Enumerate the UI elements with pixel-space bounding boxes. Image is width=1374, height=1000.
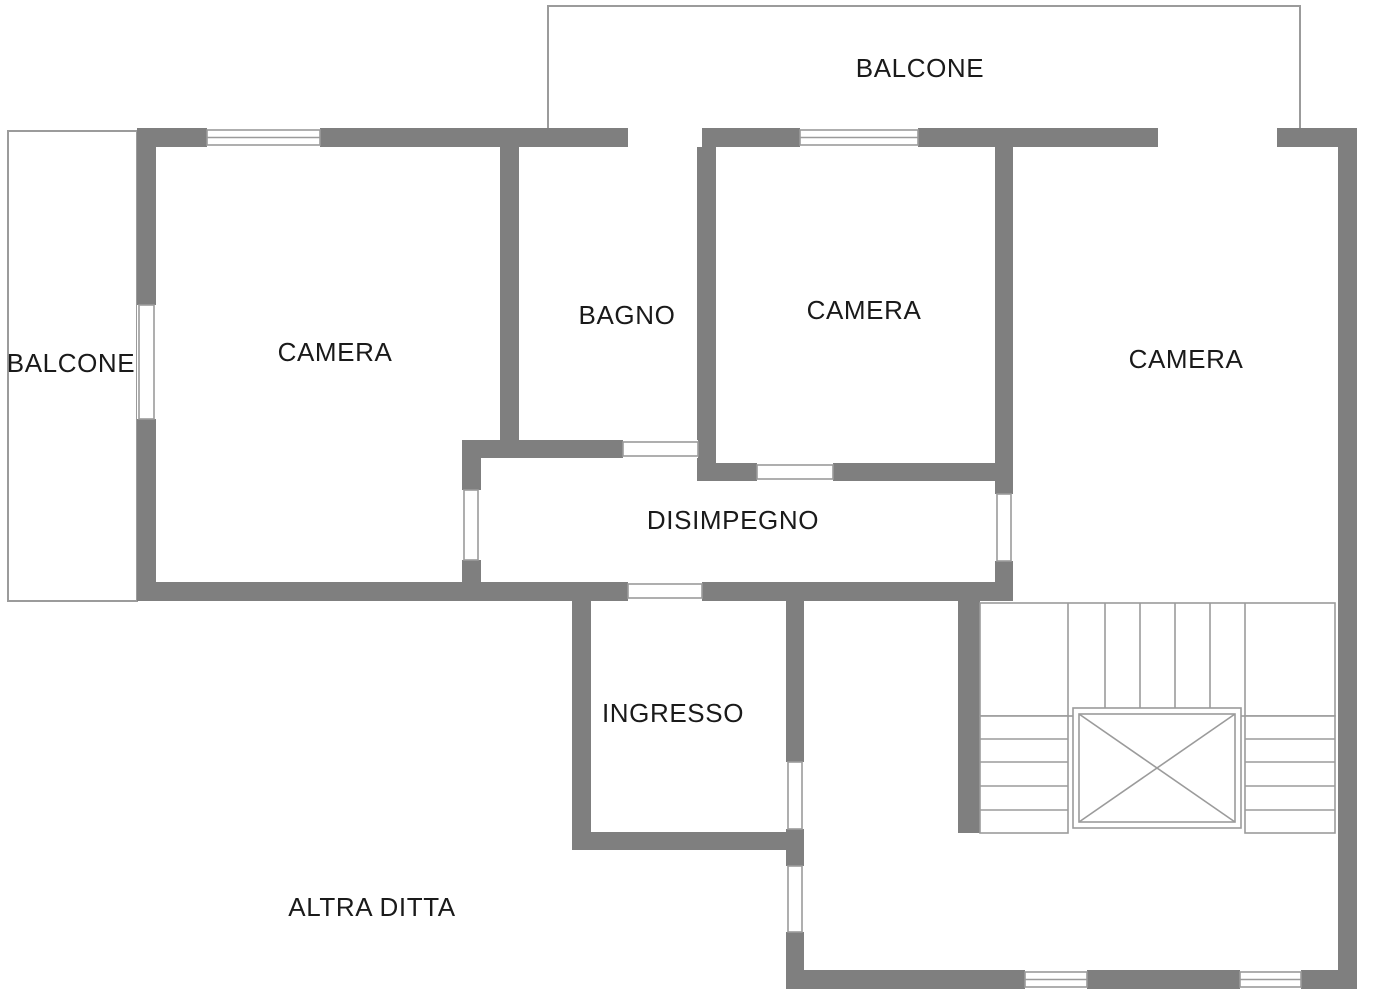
room-label-camera-3: CAMERA: [1129, 344, 1244, 374]
room-label-balcone-top: BALCONE: [856, 53, 984, 83]
room-label-camera-2: CAMERA: [807, 295, 922, 325]
room-label-disimpegno: DISIMPEGNO: [647, 505, 819, 535]
room-labels: BALCONE BALCONE CAMERA BAGNO CAMERA CAME…: [7, 53, 1244, 922]
wall-openings: [137, 128, 1301, 989]
window-frames: [138, 129, 1302, 988]
staircase: [979, 602, 1336, 834]
room-label-camera-1: CAMERA: [278, 337, 393, 367]
room-label-balcone-left: BALCONE: [7, 348, 135, 378]
room-label-bagno: BAGNO: [579, 300, 676, 330]
wall-mass: [137, 128, 1357, 989]
room-label-ingresso: INGRESSO: [602, 698, 744, 728]
room-label-altra-ditta: ALTRA DITTA: [288, 892, 455, 922]
